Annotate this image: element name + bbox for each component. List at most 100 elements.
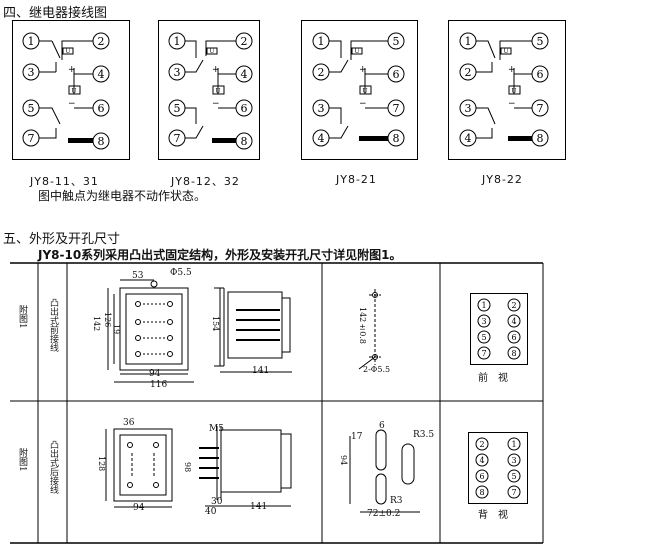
dim-94-back: 94 [133,503,145,513]
svg-text:8: 8 [511,349,516,358]
diagram-caption-4: JY8-22 [482,173,523,186]
svg-text:8: 8 [241,135,248,148]
section-5-title: 五、外形及开孔尺寸 [3,232,121,247]
svg-text:2: 2 [479,440,484,449]
svg-text:3: 3 [481,317,486,326]
svg-text:3: 3 [28,66,35,79]
svg-text:U: U [503,48,508,55]
wiring-diagram-1: 1 3 5 7 2 4 6 8 U U + − [12,20,130,164]
svg-text:7: 7 [537,102,544,115]
section-5-subtitle: JY8-10系列采用凸出式固定结构，外形及安装开孔尺寸详见附图1。 [38,248,402,262]
dim-72-tolerance: 72±0.2 [367,509,401,519]
back-view-label: 背 视 [478,510,508,521]
svg-text:4: 4 [241,68,248,81]
svg-text:−: − [212,99,220,109]
row2-type-label: 凸出式后接线 [48,440,58,494]
svg-text:+: + [212,65,220,75]
svg-text:1: 1 [318,35,325,48]
svg-text:−: − [508,99,516,109]
row2-cutout-drawing [340,420,430,524]
wiring-diagram-2-left-labels: 1 3 5 7 [174,35,181,145]
wiring-diagram-3-right-labels: 5 6 7 8 [393,35,400,145]
dim-r3: R3 [390,496,403,506]
wiring-diagram-3: 1 2 3 4 5 6 7 8 U U + − [301,20,418,164]
svg-text:4: 4 [511,317,516,326]
row2-figure-label: 附图1 [17,448,27,472]
svg-text:8: 8 [393,132,400,145]
svg-text:U: U [511,88,516,95]
dim-141: 141 [252,366,270,376]
svg-text:1: 1 [465,35,472,48]
svg-text:2: 2 [98,35,105,48]
svg-text:7: 7 [393,102,400,115]
contact-state-note: 图中触点为继电器不动作状态。 [38,189,207,203]
svg-text:3: 3 [174,66,181,79]
diagram-caption-1: JY8-11、31 [30,175,99,188]
dim-17: 17 [351,432,363,442]
dim-phi-5-5: Φ5.5 [170,268,192,278]
svg-text:+: + [508,65,516,75]
front-view-label: 前 视 [478,373,508,384]
svg-text:8: 8 [537,132,544,145]
dim-36: 36 [123,418,135,428]
svg-text:3: 3 [318,102,325,115]
dim-30: 30 [211,497,223,507]
svg-text:3: 3 [465,102,472,115]
svg-text:U: U [354,48,359,55]
wiring-diagram-4-left-labels: 1 2 3 4 [465,35,472,145]
svg-text:5: 5 [28,102,35,115]
dim-m5: M5 [209,424,224,434]
wiring-diagram-2-right-labels: 2 4 6 8 [241,35,248,148]
svg-text:U: U [362,88,367,95]
dim-128: 128 [97,456,106,472]
svg-text:6: 6 [98,102,105,115]
svg-text:8: 8 [98,135,105,148]
svg-text:5: 5 [174,102,181,115]
diagram-caption-3: JY8-21 [336,173,377,186]
row2-back-outline-drawing [100,415,190,519]
svg-text:2: 2 [511,301,516,310]
svg-text:6: 6 [537,68,544,81]
svg-text:1: 1 [28,35,35,48]
svg-text:7: 7 [174,132,181,145]
dim-126: 126 [103,312,112,328]
svg-text:5: 5 [537,35,544,48]
svg-text:2: 2 [318,66,325,79]
svg-text:5: 5 [393,35,400,48]
row1-side-outline-drawing [210,280,300,384]
row1-type-label: 凸出式前接线 [48,298,58,352]
row1-front-view-holes: 1 2 3 4 5 6 7 8 [470,293,528,369]
wiring-diagram-3-left-labels: 1 2 3 4 [318,35,325,145]
row1-front-outline-drawing [90,270,210,394]
svg-text:U: U [71,88,76,95]
svg-text:U: U [209,48,214,55]
svg-text:U: U [65,48,70,55]
wiring-diagram-1-left-labels: 1 3 5 7 [28,35,35,145]
row1-figure-label: 附图1 [17,305,27,329]
section-4-title: 四、继电器接线图 [3,6,108,21]
svg-text:2: 2 [241,35,248,48]
svg-text:7: 7 [28,132,35,145]
wiring-diagram-4: 1 2 3 4 5 6 7 8 U U + − [448,20,566,164]
svg-text:5: 5 [511,472,516,481]
svg-text:+: + [68,65,76,75]
dim-94: 94 [149,369,161,379]
dim-142: 142 [92,316,101,332]
wiring-diagram-4-right-labels: 5 6 7 8 [537,35,544,145]
svg-text:5: 5 [481,333,486,342]
dim-154: 154 [211,316,220,332]
dim-141-back: 141 [250,502,268,512]
svg-text:4: 4 [318,132,325,145]
dim-6: 6 [379,421,385,431]
svg-text:U: U [215,88,220,95]
svg-text:4: 4 [98,68,105,81]
dim-19: 19 [112,324,121,335]
svg-text:1: 1 [174,35,181,48]
dim-116: 116 [150,380,168,390]
diagram-caption-2: JY8-12、32 [171,175,240,188]
svg-text:8: 8 [479,488,484,497]
dim-142-tolerance: 142±0.8 [358,307,367,344]
svg-text:7: 7 [481,349,486,358]
dim-2-phi-5-5: 2-Φ5.5 [363,365,391,374]
svg-text:+: + [359,65,367,75]
